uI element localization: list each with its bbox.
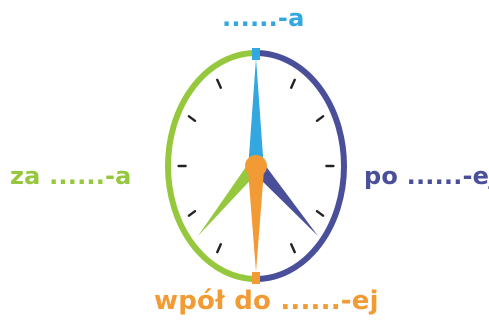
clock-hand-bottom [248,170,264,272]
label-bottom: wpół do ......-ej [154,286,379,316]
hour-tick [216,243,223,254]
hour-tick [187,209,197,217]
label-left: za ......-a [10,162,132,190]
clock-rim-right [255,50,347,282]
hour-tick [290,243,296,254]
label-right: po ......-ej [364,162,489,190]
hour-tick [315,209,325,217]
hour-tick [290,78,296,89]
twelve-marker [252,48,260,60]
hour-tick [187,115,197,123]
clock-hand-left [198,161,258,236]
hour-tick [216,78,223,89]
clock-rim-left [165,50,257,282]
clock-hand-top [248,58,264,170]
hour-tick [315,115,325,123]
clock-hand-right [253,161,318,236]
label-top: ......-a [222,4,305,32]
hour-ticks [177,78,335,254]
six-marker [252,272,260,284]
clock-center [245,155,267,177]
